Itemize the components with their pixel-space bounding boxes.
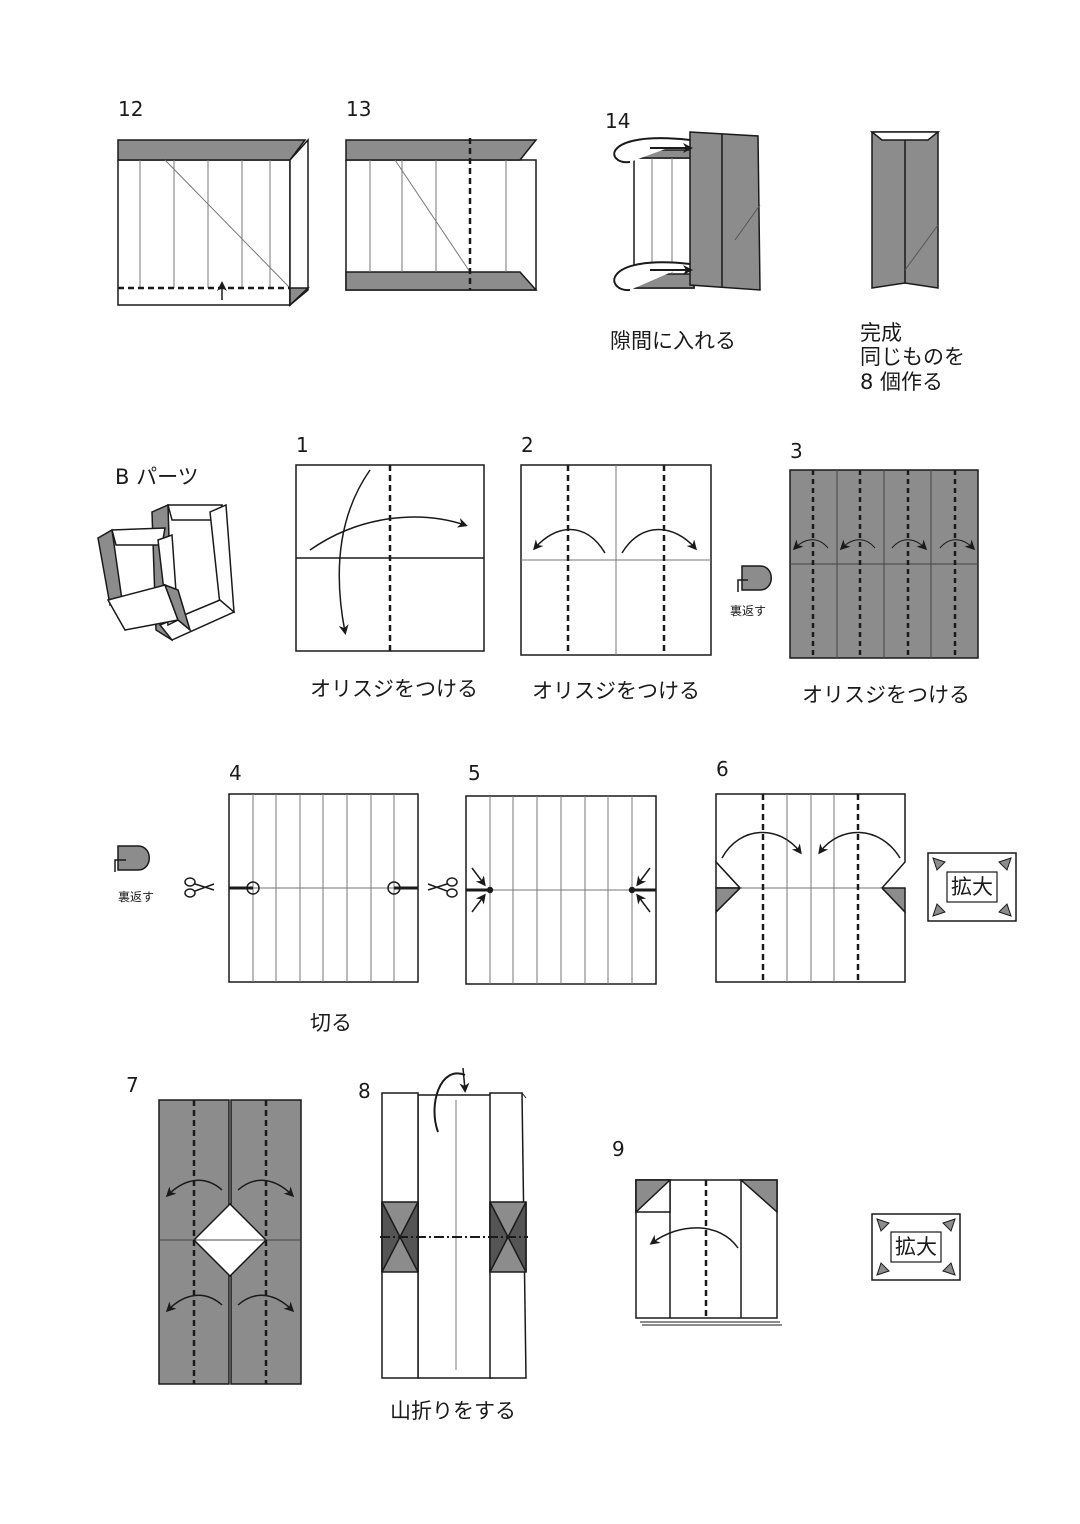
- step1-diagram: [295, 464, 485, 652]
- step14-number: 14: [605, 109, 631, 133]
- b-part-illustration: [97, 503, 236, 642]
- step1-number: 1: [296, 433, 309, 457]
- enlarge-label-b: 拡大: [895, 1235, 937, 1259]
- flip-over-icon-b: [114, 845, 150, 872]
- step13-number: 13: [346, 97, 372, 121]
- step3-caption: オリスジをつける: [802, 683, 970, 707]
- flip-label-a: 裏返す: [730, 604, 767, 618]
- step8-diagram: [380, 1067, 528, 1379]
- step12-number: 12: [118, 97, 144, 121]
- step2-diagram: [520, 464, 712, 656]
- step7-number: 7: [126, 1073, 139, 1097]
- flip-label-b: 裏返す: [118, 890, 155, 904]
- step14-diagram: [613, 131, 761, 292]
- step6-diagram: [715, 793, 906, 983]
- complete-line3: 8 個作る: [860, 370, 944, 394]
- step5-diagram: [465, 795, 657, 985]
- complete-piece-diagram: [869, 131, 941, 289]
- step3-number: 3: [790, 439, 803, 463]
- part-b-title: B パーツ: [115, 465, 199, 489]
- step2-caption: オリスジをつける: [532, 679, 700, 703]
- complete-line2: 同じものを: [860, 345, 965, 369]
- step4-diagram: [228, 793, 419, 983]
- enlarge-icon-a: [927, 852, 1017, 922]
- step13-diagram: [345, 138, 538, 291]
- enlarge-label-a: 拡大: [951, 875, 993, 899]
- scissors-icon-a: [184, 877, 215, 898]
- step6-number: 6: [716, 757, 729, 781]
- scissors-icon-b: [427, 877, 458, 898]
- step8-number: 8: [358, 1079, 371, 1103]
- enlarge-icon-b: [871, 1213, 961, 1281]
- step1-caption: オリスジをつける: [310, 677, 478, 701]
- step14-caption: 隙間に入れる: [610, 329, 736, 353]
- step5-number: 5: [468, 761, 481, 785]
- step2-number: 2: [521, 433, 534, 457]
- step9-diagram: [635, 1179, 782, 1326]
- step9-number: 9: [612, 1137, 625, 1161]
- step4-caption: 切る: [310, 1011, 352, 1035]
- step8-caption: 山折りをする: [390, 1399, 516, 1423]
- step12-diagram: [117, 138, 310, 307]
- step7-diagram: [158, 1099, 302, 1385]
- step4-number: 4: [229, 761, 242, 785]
- flip-over-icon-a: [737, 565, 772, 592]
- complete-title: 完成: [860, 321, 902, 345]
- step3-diagram: [789, 469, 979, 659]
